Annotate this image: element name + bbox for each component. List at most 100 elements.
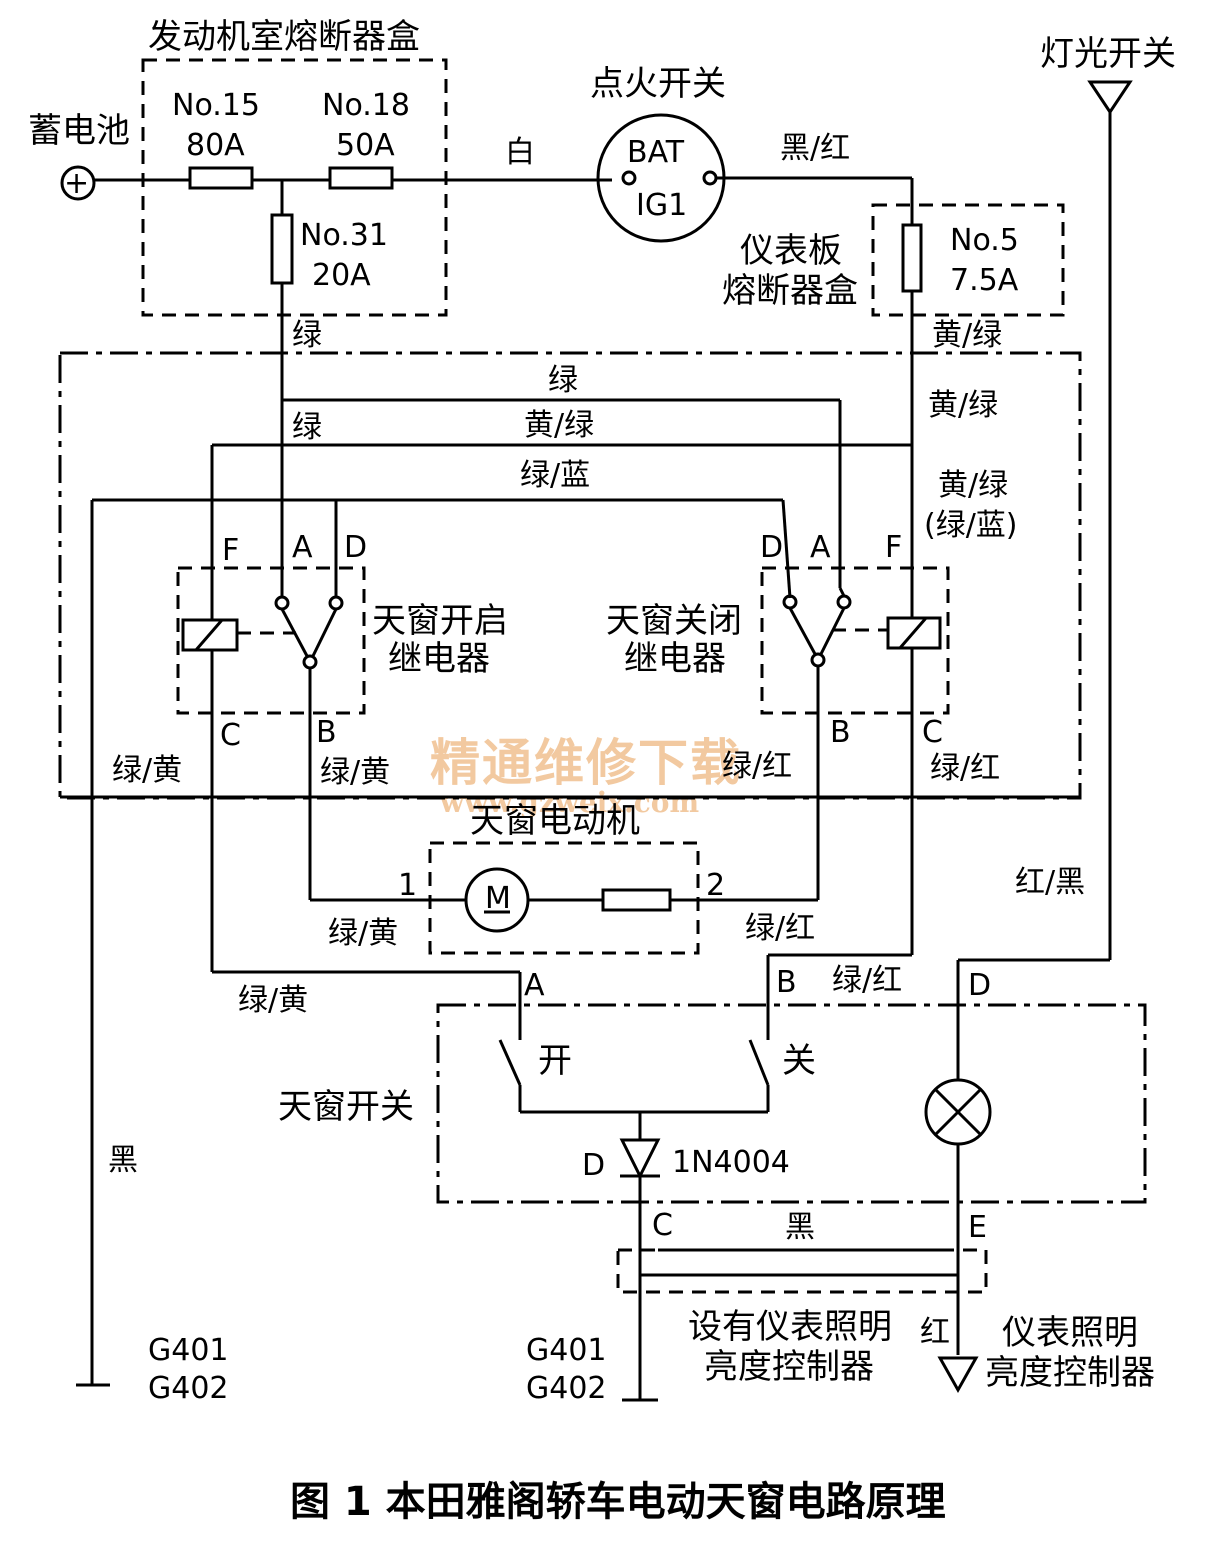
close-relay-coil-slash	[898, 617, 928, 649]
motor-pin-1: 1	[398, 868, 417, 903]
switch-pin-b: B	[776, 965, 797, 1000]
motor-label: 天窗电动机	[470, 801, 640, 841]
label-green-2: 绿	[292, 410, 322, 445]
open-relay-pin-c: C	[220, 718, 241, 753]
motor-breaker	[601, 888, 672, 912]
light-switch-arrow	[1087, 80, 1133, 115]
fuse18-number: No.18	[322, 88, 410, 123]
fuse31-number: No.31	[300, 218, 388, 253]
switch-pin-e: E	[968, 1210, 987, 1245]
open-relay-pin-a: A	[292, 530, 313, 565]
switch-open-label: 开	[538, 1041, 572, 1081]
close-relay-box	[760, 566, 950, 715]
fuse18-amp: 50A	[336, 128, 395, 163]
label-black-left: 黑	[108, 1143, 138, 1178]
sunroof-switch-label: 天窗开关	[278, 1087, 414, 1127]
ground-mid-2: G402	[526, 1371, 607, 1406]
battery-plus: +	[64, 166, 89, 201]
fuse5-number: No.5	[950, 223, 1019, 258]
label-yellow-green-1: 黄/绿	[932, 318, 1002, 353]
open-relay-contact-a	[274, 595, 290, 611]
dash-fuse-box-label-1: 仪表板	[740, 231, 842, 271]
label-yellow-green-2: 黄/绿	[928, 388, 998, 423]
label-yellow-green-mid: 黄/绿	[524, 408, 594, 443]
dimmer-box	[616, 1248, 988, 1294]
battery-symbol	[60, 165, 96, 201]
open-relay-contact-d	[328, 595, 344, 611]
open-relay-arm-2	[311, 608, 338, 657]
label-green-yellow-4: 绿/黄	[238, 983, 308, 1018]
label-white: 白	[505, 135, 535, 170]
label-green-red-3: 绿/红	[745, 911, 815, 946]
label-black-red: 黑/红	[780, 131, 850, 166]
open-relay-box	[176, 566, 366, 715]
close-relay-label-2: 继电器	[624, 639, 726, 679]
fuse-15	[188, 166, 254, 190]
dimmer-with-label-1: 设有仪表照明	[688, 1307, 892, 1347]
fuse15-number: No.15	[172, 88, 260, 123]
label-green-top: 绿	[548, 363, 578, 398]
ignition-switch-label: 点火开关	[590, 64, 726, 104]
open-relay-coil	[181, 618, 239, 652]
close-relay-a-lead	[838, 587, 846, 597]
open-relay-label-2: 继电器	[388, 639, 490, 679]
ignition-bat-terminal	[621, 170, 637, 186]
diode-pin-d: D	[582, 1148, 605, 1183]
dash-fuse-box	[871, 203, 1065, 317]
open-relay-pin-b: B	[316, 715, 337, 750]
dimmer-label-2: 亮度控制器	[985, 1353, 1155, 1393]
sunroof-switch-box	[436, 1003, 1147, 1204]
motor-pin-2: 2	[706, 868, 725, 903]
label-green-red-2: 绿/红	[930, 751, 1000, 786]
fuse-5	[901, 223, 923, 293]
wire-close-d	[781, 499, 792, 599]
ground-left-1: G401	[148, 1333, 229, 1368]
open-relay-arm-1	[280, 608, 309, 657]
switch-pin-c: C	[652, 1208, 673, 1243]
open-relay-pin-d: D	[344, 530, 367, 565]
dimmer-arrow	[937, 1356, 979, 1394]
engine-fuse-box	[141, 58, 448, 317]
fuse15-amp: 80A	[186, 128, 245, 163]
close-relay-arm-1	[788, 607, 817, 655]
close-relay-arm-2	[819, 607, 846, 655]
close-relay-coil	[886, 616, 942, 650]
close-relay-contact-a	[836, 594, 852, 610]
ignition-ig1-terminal	[702, 170, 718, 186]
fuse-31	[270, 213, 294, 285]
light-switch-label: 灯光开关	[1040, 34, 1176, 74]
ground-mid-1: G401	[526, 1333, 607, 1368]
open-relay-pin-f: F	[222, 533, 239, 568]
label-green-yellow-1: 绿/黄	[112, 753, 182, 788]
diode-symbol	[619, 1138, 661, 1180]
motor-box	[428, 841, 700, 955]
lamp-x-2	[933, 1087, 983, 1137]
label-yellow-green-3: 黄/绿	[938, 468, 1008, 503]
label-green-red-4: 绿/红	[832, 963, 902, 998]
motor-m: M	[485, 881, 511, 916]
label-green-1: 绿	[292, 318, 322, 353]
ignition-bat-label: BAT	[627, 135, 685, 170]
engine-fuse-box-label: 发动机室熔断器盒	[148, 17, 420, 57]
label-red-bottom: 红	[920, 1315, 950, 1350]
close-relay-pin-d: D	[760, 530, 783, 565]
battery-label: 蓄电池	[28, 111, 130, 151]
switch-open-blade	[498, 1039, 522, 1086]
close-relay-pin-c: C	[922, 715, 943, 750]
label-red-black: 红/黑	[1015, 865, 1085, 900]
switch-close-label: 关	[782, 1041, 816, 1081]
diode-label: 1N4004	[672, 1145, 790, 1180]
label-green-red-1: 绿/红	[722, 749, 792, 784]
open-relay-label-1: 天窗开启	[372, 601, 508, 641]
watermark-url: www.gzweix.com	[439, 786, 699, 819]
figure-title: 图 1 本田雅阁轿车电动天窗电路原理	[290, 1479, 946, 1525]
ignition-ig1-label: IG1	[636, 188, 687, 223]
label-black-bottom: 黑	[785, 1210, 815, 1245]
label-green-blue: 绿/蓝	[520, 458, 590, 493]
label-green-yellow-2: 绿/黄	[320, 755, 390, 790]
fuse5-amp: 7.5A	[950, 263, 1019, 298]
fuse-18	[328, 166, 394, 190]
close-relay-contact-b	[810, 652, 826, 668]
dimmer-label-1: 仪表照明	[1002, 1313, 1138, 1353]
